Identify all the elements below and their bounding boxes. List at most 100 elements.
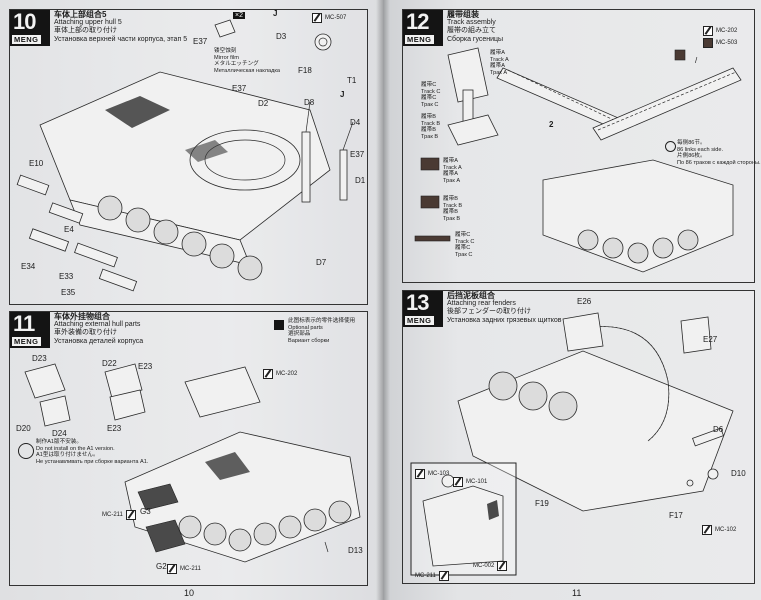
book-gutter: [376, 0, 390, 600]
part-label: E23: [107, 424, 122, 433]
step-13-paint-4: MC-211: [415, 571, 449, 581]
step-13-paint-5: MC-002: [473, 561, 508, 571]
step-12-title-jp: 履帯の組み立て: [447, 27, 496, 35]
step-10-paint: MC-507: [312, 13, 346, 23]
part-label: E27: [703, 335, 718, 344]
step-12-title-ru: Сборка гусеницы: [447, 35, 504, 43]
step-10-multiplier: ×2: [233, 12, 245, 19]
part-label: D23: [32, 354, 47, 363]
step-10-brand: MENG: [12, 35, 41, 44]
part-label: D24: [52, 429, 67, 438]
pen-icon: [453, 477, 463, 487]
part-label: D22: [102, 359, 117, 368]
step-10-title-cn: 车体上部组合5: [54, 10, 107, 19]
part-label: D8: [304, 98, 315, 107]
part-label: E34: [21, 262, 36, 271]
step-13-fender-drawing: [410, 312, 734, 576]
pen-icon: [702, 525, 712, 535]
step-13-paint-1: MC-102: [702, 525, 736, 535]
part-label: E33: [59, 272, 74, 281]
step-11-title-cn: 车体外挂物组合: [54, 312, 110, 321]
part-label: E37: [350, 150, 365, 159]
step-10-badge: 10 MENG: [10, 9, 50, 46]
step-11-badge: 11 MENG: [10, 311, 50, 348]
step-13-number: 13: [406, 290, 430, 315]
step-11-number: 11: [13, 311, 35, 336]
step-12-title-en: Track assembly: [447, 19, 496, 27]
links-note: 每侧86节。86 links each side.片側86枚。По 86 тра…: [665, 140, 761, 166]
step-10-metal-note: 镂空蚀刻 Mirror film メタルエッチング Металлическая …: [214, 48, 281, 74]
pen-icon: [312, 13, 322, 23]
step-11-hull-drawing: [24, 363, 361, 563]
step-12-multiplier: 2: [549, 120, 554, 129]
part-label: E23: [138, 362, 153, 371]
step-10-title-en: Attaching upper hull 5: [54, 19, 122, 27]
step-13-title-cn: 后挡泥板组合: [447, 291, 495, 300]
part-label: D6: [713, 425, 724, 434]
step-11-paint-g2: MC-211: [167, 564, 201, 574]
part-label: J: [273, 9, 278, 18]
step-11-title-ru: Установка деталей корпуса: [54, 337, 144, 345]
step-12-slash: /: [695, 56, 698, 65]
step-10-title-jp: 車体上部の取り付け: [54, 27, 117, 35]
step-11-warning: 制作A1版不安装。 Do not install on the A1 versi…: [18, 439, 148, 465]
part-label: D1: [355, 176, 366, 185]
pen-icon: [703, 26, 713, 36]
pen-icon: [497, 561, 508, 571]
part-label: E37: [232, 84, 247, 93]
step-12-track-drawing: [414, 47, 742, 273]
step-13-paint-2: MC-103: [415, 469, 449, 479]
step-11-paint-top: MC-202: [263, 369, 297, 379]
step-11-panel: 11 MENG 车体外挂物组合 Attaching external hull …: [9, 311, 368, 586]
step-10-panel: 10 MENG 车体上部组合5 Attaching upper hull 5 車…: [9, 9, 368, 305]
part-label: D10: [731, 469, 746, 478]
part-label: E10: [29, 159, 44, 168]
part-label: F17: [669, 511, 683, 520]
step-12-paint-1: MC-202: [703, 26, 737, 36]
pen-icon: [438, 571, 449, 581]
step-12-brand: MENG: [405, 35, 434, 44]
pen-icon: [415, 469, 425, 479]
step-12-badge: 12 MENG: [403, 9, 443, 46]
step-12-title-cn: 履带组装: [447, 10, 479, 19]
step-10-number: 10: [13, 9, 37, 34]
page-number-right: 11: [572, 588, 582, 598]
step-11-brand: MENG: [12, 337, 41, 346]
part-label: F19: [535, 499, 549, 508]
warning-icon: [18, 443, 34, 459]
part-label: D3: [276, 32, 287, 41]
part-label: E4: [64, 225, 74, 234]
step-10-hull-drawing: [16, 19, 354, 292]
step-10-title-ru: Установка верхней части корпуса, этап 5: [54, 35, 188, 43]
info-icon: [665, 141, 676, 152]
step-13-title: 后挡泥板组合 Attaching rear fenders 後部フェンダーの取り…: [447, 291, 562, 325]
part-label: T1: [347, 76, 357, 85]
step-11-paint-g3: MC-211: [102, 510, 136, 520]
part-label: D7: [316, 258, 327, 267]
page-number-left: 10: [184, 588, 195, 598]
step-11-optional-note: 此图标表示的零件选择使用 Optional parts 選択部品 Вариант…: [274, 318, 355, 344]
step-12-title: 履带组装 Track assembly 履帯の組み立て Сборка гусен…: [447, 10, 504, 44]
part-label: J: [340, 90, 345, 99]
step-11-title: 车体外挂物组合 Attaching external hull parts 車外…: [54, 312, 144, 346]
optional-icon: [274, 320, 284, 330]
step-13-title-en: Attaching rear fenders: [447, 300, 516, 308]
step-12-paint-2: MC-503: [703, 38, 737, 48]
step-13-title-jp: 後部フェンダーの取り付け: [447, 308, 531, 316]
pen-icon: [263, 369, 273, 379]
step-13-brand: MENG: [405, 316, 434, 325]
part-label: E37: [193, 37, 208, 46]
part-label: E35: [61, 288, 76, 297]
step-10-title: 车体上部组合5 Attaching upper hull 5 車体上部の取り付け…: [54, 10, 188, 44]
step-13-badge: 13 MENG: [403, 290, 443, 327]
paint-swatch: [703, 38, 713, 48]
step-13-panel: 13 MENG 后挡泥板组合 Attaching rear fenders 後部…: [402, 290, 755, 584]
step-13-title-ru: Установка задних грязевых щитков: [447, 316, 562, 324]
pen-icon: [125, 510, 136, 520]
